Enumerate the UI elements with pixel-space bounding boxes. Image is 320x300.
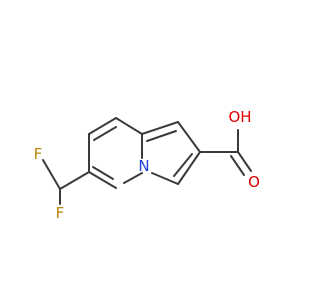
bond — [173, 153, 193, 177]
bond — [59, 171, 90, 190]
atom-label-carbonyl-oxygen: O — [248, 173, 260, 191]
bond — [88, 171, 117, 189]
bond — [123, 172, 143, 184]
molecule-canvas: F F N OH O — [33, 108, 260, 222]
atom-label-fluorine-upper: F — [34, 145, 43, 163]
bond — [141, 121, 179, 135]
bond — [237, 151, 252, 172]
bond — [177, 121, 201, 153]
bond — [88, 117, 117, 135]
molecule-structure: F F N OH O — [34, 108, 260, 222]
atom-label-fluorine-lower: F — [56, 204, 65, 222]
bond — [151, 172, 179, 185]
atom-label-group: F F N OH O — [34, 108, 260, 222]
bond — [93, 126, 117, 141]
bond — [42, 159, 61, 190]
bond — [92, 166, 114, 180]
atom-label-nitrogen: N — [138, 157, 149, 175]
bond-group — [42, 117, 252, 205]
bond — [146, 130, 177, 142]
bond — [177, 151, 201, 185]
bond — [230, 155, 245, 176]
bond — [115, 117, 143, 135]
atom-label-hydroxyl: OH — [228, 108, 251, 126]
